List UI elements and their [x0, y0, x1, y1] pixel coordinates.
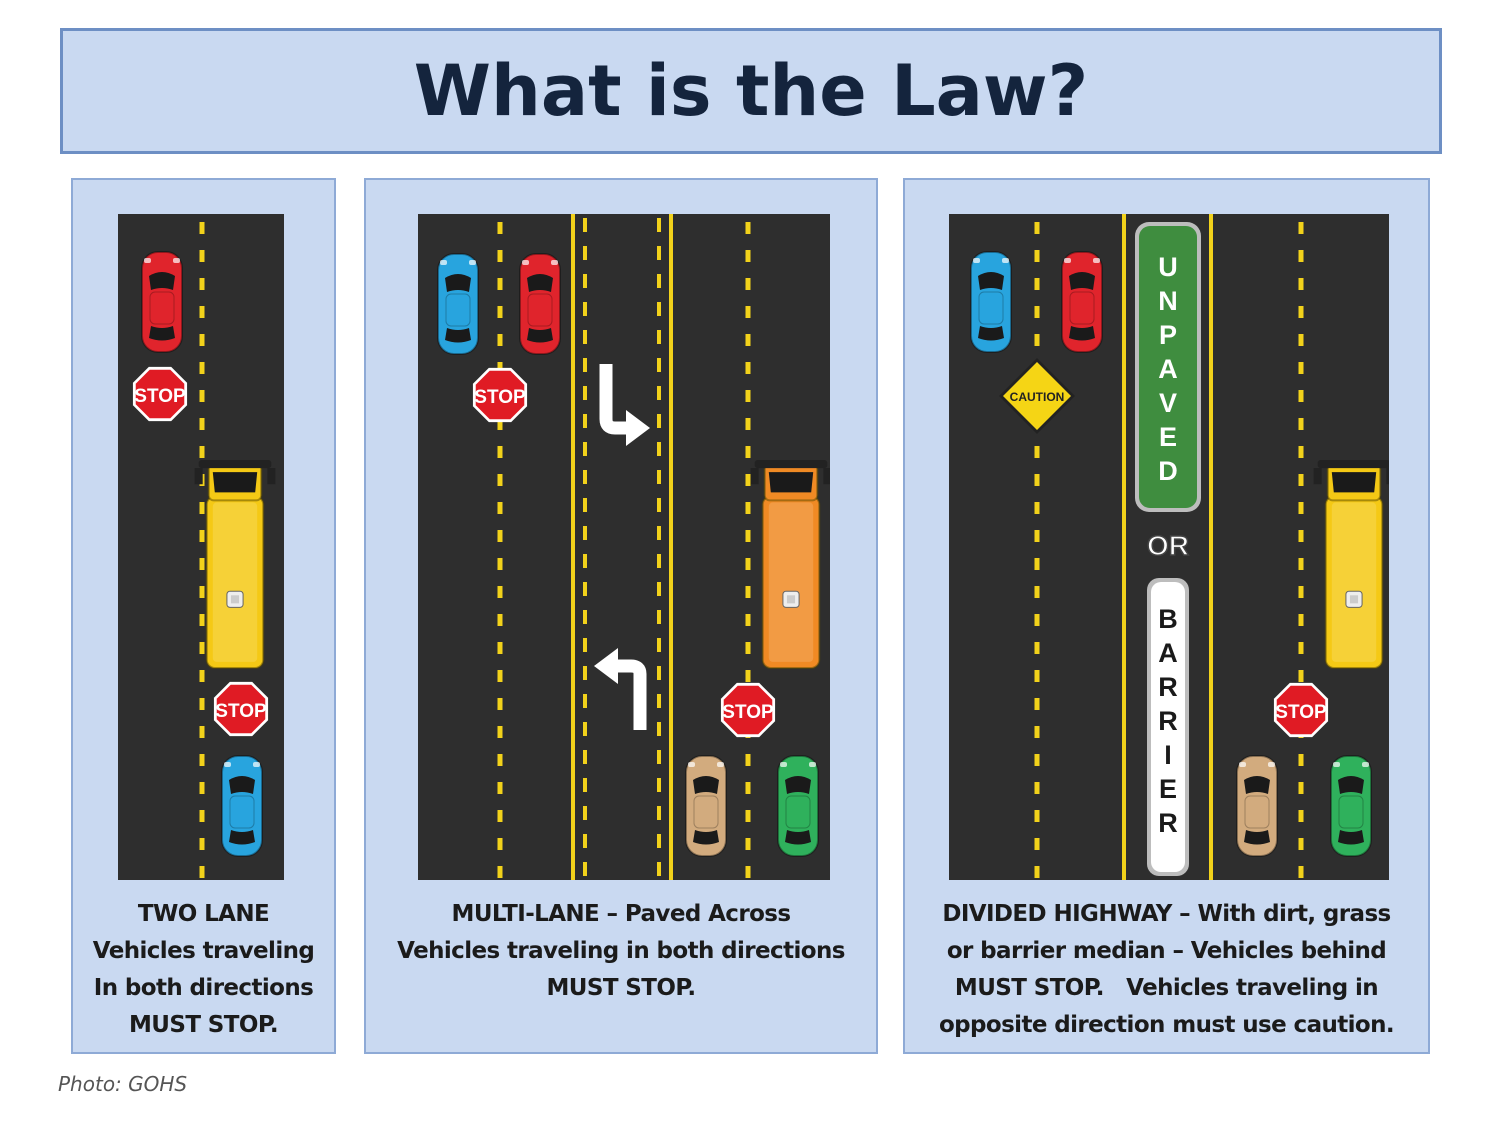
panel-multi-lane: STOP STOP MULTI-LANE – Paved Across Vehi… — [364, 178, 878, 1054]
caution-sign-label: CAUTION — [1010, 390, 1065, 404]
caption-line: TWO LANE — [137, 901, 270, 927]
barrier-letter: E — [1159, 774, 1177, 804]
page-title: What is the Law? — [413, 50, 1089, 132]
caption-divided-highway: DIVIDED HIGHWAY – With dirt, grass or ba… — [905, 896, 1428, 1044]
red-car — [1061, 251, 1103, 353]
unpaved-letter: D — [1158, 456, 1178, 486]
barrier-letter: B — [1158, 604, 1178, 634]
unpaved-letter: A — [1158, 354, 1178, 384]
caption-line: MULTI-LANE – Paved Across — [451, 901, 792, 927]
caption-multi-lane: MULTI-LANE – Paved Across Vehicles trave… — [366, 896, 876, 1007]
caption-line: opposite direction must use caution. — [938, 1012, 1395, 1038]
tan-car — [685, 755, 727, 857]
unpaved-letter: N — [1158, 286, 1178, 316]
caption-line: MUST STOP. — [128, 1012, 279, 1038]
caption-line: Vehicles traveling — [92, 938, 315, 964]
barrier-letter: R — [1158, 672, 1178, 702]
median-or-label: OR — [1147, 530, 1189, 561]
barrier-median — [1147, 578, 1189, 876]
barrier-letter: R — [1158, 808, 1178, 838]
photo-credit: Photo: GOHS — [58, 1072, 188, 1096]
barrier-letter: I — [1164, 740, 1172, 770]
caption-line: Vehicles traveling in both directions — [397, 938, 845, 964]
blue-car — [221, 755, 263, 857]
tan-car — [1236, 755, 1278, 857]
title-banner: What is the Law? — [60, 28, 1442, 154]
caution-sign: CAUTION — [999, 358, 1075, 434]
panel-divided-highway: U N P A V E D OR B A R R I E R CAUTION S… — [903, 178, 1430, 1054]
stop-sign-lower-label: STOP — [1275, 702, 1327, 723]
unpaved-median — [1135, 222, 1201, 512]
divided-highway-road: U N P A V E D OR B A R R I E R CAUTION S… — [949, 214, 1389, 880]
turn-arrow-up-left — [594, 648, 647, 730]
two-lane-road: STOP STOP — [118, 214, 284, 880]
stop-sign-upper-label: STOP — [474, 387, 526, 408]
blue-car — [970, 251, 1012, 353]
unpaved-letter: E — [1159, 422, 1177, 452]
unpaved-letter: V — [1159, 388, 1177, 418]
panel-two-lane: STOP STOP TWO LANE Vehicles traveling In… — [71, 178, 336, 1054]
multi-lane-road: STOP STOP — [418, 214, 830, 880]
caption-line: or barrier median – Vehicles behind — [946, 938, 1387, 964]
caption-line: MUST STOP. — [546, 975, 696, 1001]
green-car — [1330, 755, 1372, 857]
stop-sign-lower-label: STOP — [215, 701, 267, 722]
caption-line: MUST STOP. Vehicles traveling in — [954, 975, 1379, 1001]
unpaved-letter: U — [1158, 252, 1178, 282]
turn-arrow-down-right — [599, 364, 650, 446]
unpaved-letter: P — [1159, 320, 1177, 350]
stop-sign-lower-label: STOP — [722, 702, 774, 723]
barrier-letter: R — [1158, 706, 1178, 736]
caption-two-lane: TWO LANE Vehicles traveling In both dire… — [73, 896, 334, 1044]
green-car — [777, 755, 819, 857]
barrier-letter: A — [1158, 638, 1178, 668]
stop-sign-upper-label: STOP — [134, 386, 186, 407]
caption-line: DIVIDED HIGHWAY – With dirt, grass — [942, 901, 1391, 927]
blue-car — [437, 253, 479, 355]
caption-line: In both directions — [93, 975, 314, 1001]
red-car — [519, 253, 561, 355]
red-car — [141, 251, 183, 353]
